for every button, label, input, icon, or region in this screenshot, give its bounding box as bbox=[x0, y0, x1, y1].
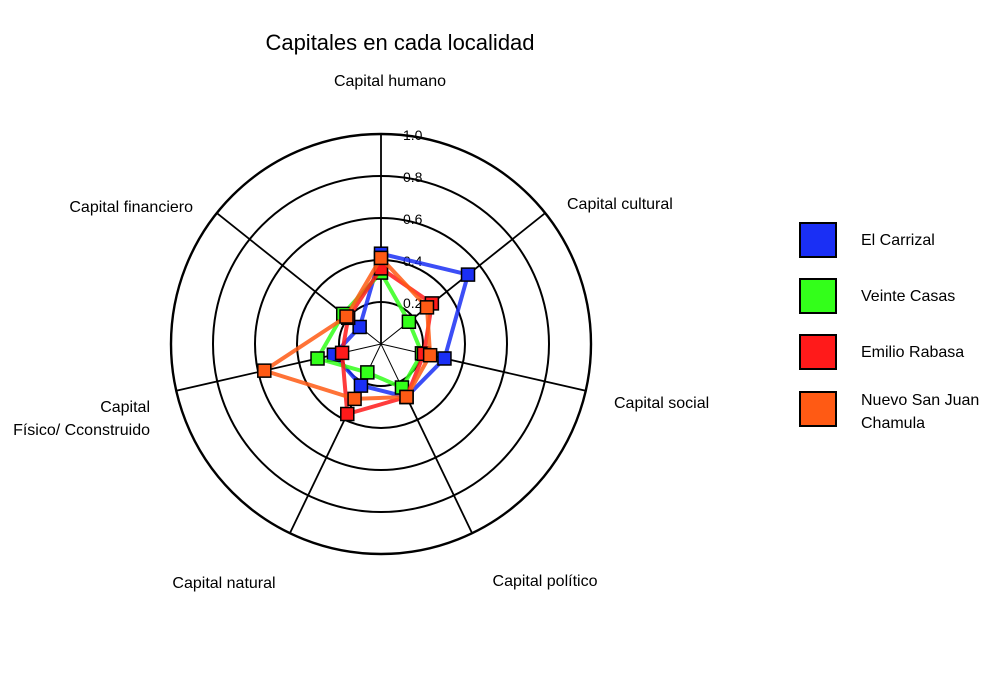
series-point bbox=[373, 250, 389, 266]
series-point bbox=[334, 345, 350, 361]
radar-grid bbox=[169, 132, 593, 556]
axis-label: Físico/ Cconstruido bbox=[13, 422, 150, 439]
axis-label: Capital humano bbox=[334, 73, 446, 90]
series-point bbox=[399, 389, 414, 405]
axis-label: Capital político bbox=[493, 573, 598, 590]
grid-spoke-inner bbox=[380, 343, 400, 383]
series-point bbox=[460, 267, 476, 282]
legend-swatch bbox=[799, 278, 837, 314]
tick-label: 1.0 bbox=[403, 127, 423, 143]
series-line bbox=[262, 255, 433, 401]
chart-title: Capitales en cada localidad bbox=[265, 30, 534, 55]
grid-spoke bbox=[216, 212, 349, 319]
series-point bbox=[422, 347, 438, 363]
series-point bbox=[437, 351, 452, 366]
series-point bbox=[352, 319, 367, 335]
axis-label: Capital natural bbox=[172, 575, 275, 592]
series-point bbox=[360, 365, 375, 380]
series-point bbox=[401, 314, 417, 329]
series-point bbox=[347, 391, 362, 407]
legend-swatch bbox=[799, 391, 837, 427]
series-layer bbox=[257, 246, 476, 422]
legend-swatch bbox=[799, 222, 837, 258]
legend-label: Veinte Casas bbox=[861, 288, 955, 305]
radial-tick-labels: 0.20.40.60.81.0 bbox=[403, 127, 423, 311]
axis-label: Capital cultural bbox=[567, 196, 673, 213]
series-point bbox=[257, 363, 272, 378]
series-point bbox=[419, 300, 435, 315]
legend-label: El Carrizal bbox=[861, 232, 935, 249]
series-point bbox=[339, 309, 354, 324]
series-group bbox=[257, 250, 438, 407]
grid-spoke bbox=[398, 381, 473, 534]
axis-label: Capital bbox=[100, 399, 150, 416]
legend-label: Emilio Rabasa bbox=[861, 344, 964, 361]
tick-label: 0.8 bbox=[403, 169, 423, 185]
series-point bbox=[353, 378, 369, 393]
series-point bbox=[310, 351, 325, 366]
axis-label: Capital social bbox=[614, 395, 709, 412]
axis-label: Capital financiero bbox=[69, 199, 193, 216]
series-point bbox=[340, 406, 355, 422]
tick-label: 0.6 bbox=[403, 211, 423, 227]
legend-swatch bbox=[799, 334, 837, 370]
